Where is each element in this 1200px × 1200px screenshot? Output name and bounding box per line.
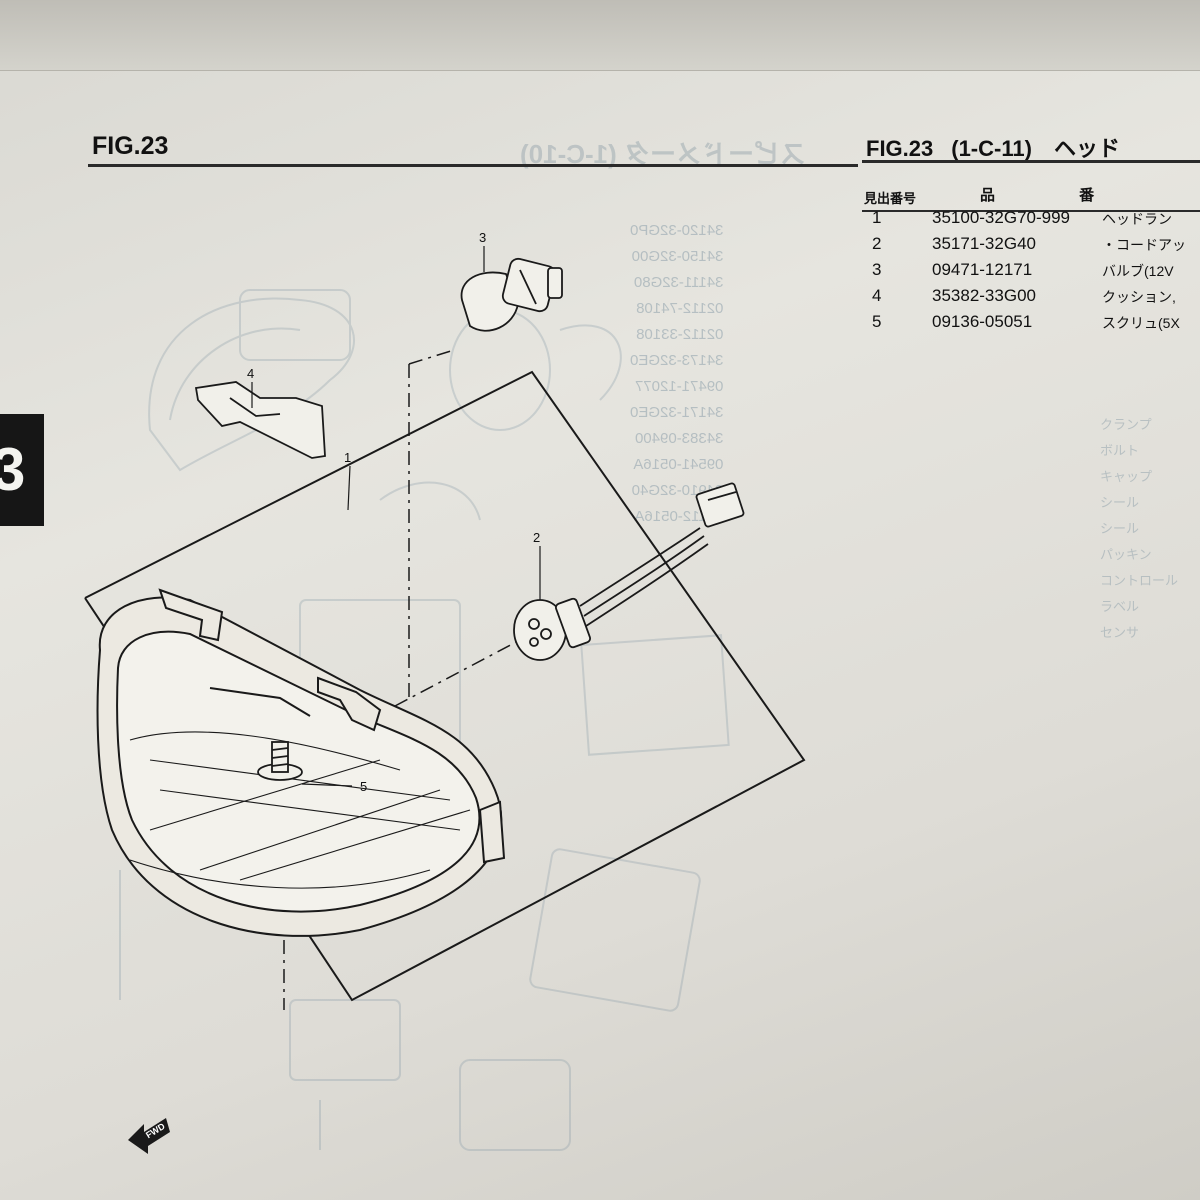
ref-column-header: 見出番号 <box>864 191 917 206</box>
ref-number: 2 <box>872 234 882 253</box>
ref-number: 5 <box>872 312 882 331</box>
section-code: (1-C-11) <box>951 136 1032 161</box>
part-number: 35100-32G70-999 <box>932 208 1071 227</box>
header-rule-right <box>862 160 1200 163</box>
parts-table-header: 見出番号 品 番 <box>862 186 1200 212</box>
part-description: スクリュ(5X <box>1102 315 1180 331</box>
section-title: ヘッド <box>1053 136 1120 161</box>
part-number: 35171-32G40 <box>932 234 1036 253</box>
part-number: 09136-05051 <box>932 312 1033 331</box>
callout-2: 2 <box>533 530 540 545</box>
socket-part <box>513 482 745 661</box>
ref-number: 1 <box>872 208 882 227</box>
figure-label-right: FIG.23 <box>866 136 934 161</box>
callout-leaders <box>251 246 541 787</box>
show-through-right: クランプボルトキャップシールシール パッキンコントロールラベルセンサ <box>1100 417 1179 640</box>
callout-4: 4 <box>247 366 254 381</box>
part-number: 09471-12171 <box>932 260 1033 279</box>
assembly-guides <box>283 349 521 1010</box>
page-edge <box>0 0 1200 71</box>
ref-number: 3 <box>872 260 882 279</box>
part-number: 35382-33G00 <box>932 286 1036 305</box>
header-rule-left <box>88 164 858 167</box>
bulb-part <box>460 257 563 332</box>
part-description: クッション, <box>1102 289 1176 305</box>
part-description: ヘッドラン <box>1102 211 1172 227</box>
ref-number: 4 <box>872 286 882 305</box>
fwd-arrow-icon: FWD <box>128 1118 170 1154</box>
figure-header-right: FIG.23 (1-C-11) ヘッド <box>866 131 1120 163</box>
figure-label-left: FIG.23 <box>92 132 169 160</box>
section-tab-marker: 3 <box>0 414 44 526</box>
section-tab-number: 3 <box>0 436 26 503</box>
screw-part <box>257 741 303 781</box>
part-description: ・コードアッ <box>1102 237 1186 253</box>
callout-1: 1 <box>344 450 351 465</box>
part-column-header: 品 番 <box>980 187 1135 204</box>
callout-5: 5 <box>360 779 367 794</box>
part-description: バルブ(12V <box>1102 263 1174 279</box>
callout-3: 3 <box>479 230 486 245</box>
cushion-part <box>194 381 326 459</box>
